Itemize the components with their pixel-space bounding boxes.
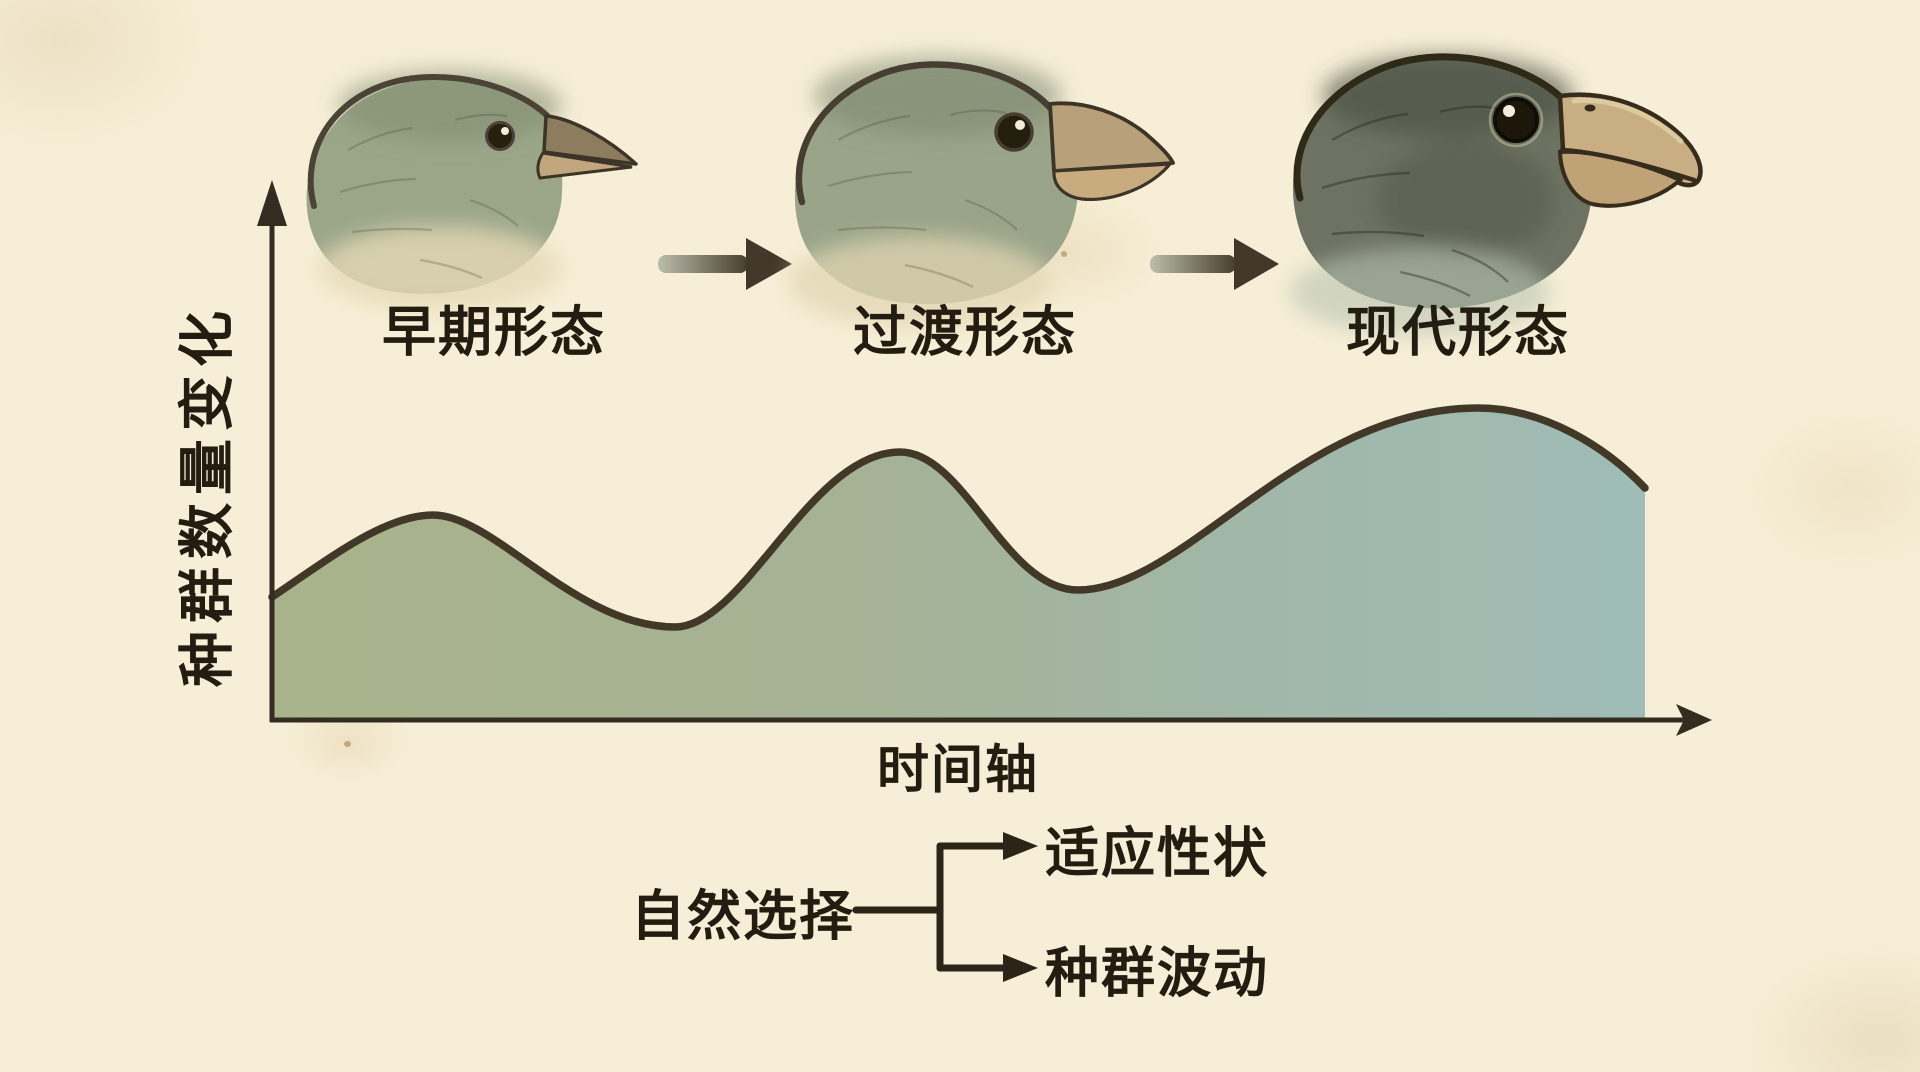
finch-beak-highlight	[1571, 97, 1684, 144]
finch-beak-upper	[1557, 92, 1703, 188]
finch-eye	[1493, 97, 1539, 143]
population-curve-line	[268, 404, 1649, 631]
stage-label-early: 早期形态	[382, 302, 606, 363]
finch-eye-glint	[1015, 120, 1025, 130]
finch-feather-hatching	[339, 113, 519, 279]
finch-beak-lower	[1052, 162, 1174, 202]
finch-crown-outline	[795, 61, 1061, 206]
paper-speck	[344, 741, 351, 747]
finch-beak-upper	[542, 114, 638, 166]
population-chart	[257, 180, 1712, 736]
y-axis-arrowhead-icon	[257, 180, 287, 226]
modern-finch-illustration	[1290, 53, 1703, 336]
branch-arrowhead-icon	[1003, 832, 1038, 860]
evolution-arrow-icon	[1150, 238, 1279, 290]
x-axis-label: 时间轴	[876, 741, 1040, 800]
finch-feather-hatching	[827, 109, 1018, 288]
early-finch-illustration	[306, 70, 638, 310]
transitional-finch-illustration	[788, 56, 1175, 328]
finch-crown-outline	[1293, 53, 1578, 202]
flow-connector	[852, 842, 1010, 972]
stage-label-modern: 现代形态	[1346, 302, 1570, 363]
population-fluctuation-label: 种群波动	[1045, 943, 1269, 1004]
finch-nostril	[1584, 104, 1596, 112]
finch-eye	[485, 121, 515, 151]
finch-crown-outline	[307, 74, 558, 209]
paper-speck	[1061, 251, 1067, 257]
population-wave-area	[272, 408, 1645, 718]
natural-selection-label: 自然选择	[631, 886, 855, 947]
stage-label-transitional: 过渡形态	[853, 302, 1077, 363]
finch-beak-upper	[1048, 101, 1175, 173]
finch-beak-lower	[536, 151, 633, 180]
branch-arrowhead-icon	[1003, 954, 1038, 982]
y-axis-label: 种群数量变化	[175, 303, 239, 687]
finch-eye-glint	[501, 127, 509, 135]
finch-feather-hatching	[1321, 105, 1509, 298]
finch-eye-glint	[1503, 105, 1515, 117]
adaptive-traits-label: 适应性状	[1045, 823, 1269, 884]
finch-eye	[994, 112, 1034, 152]
finch-eye-ring	[1488, 92, 1544, 148]
finch-mouth-line	[1559, 147, 1697, 183]
x-axis-arrowhead-icon	[1676, 704, 1712, 736]
evolution-arrow-icon	[658, 238, 792, 290]
